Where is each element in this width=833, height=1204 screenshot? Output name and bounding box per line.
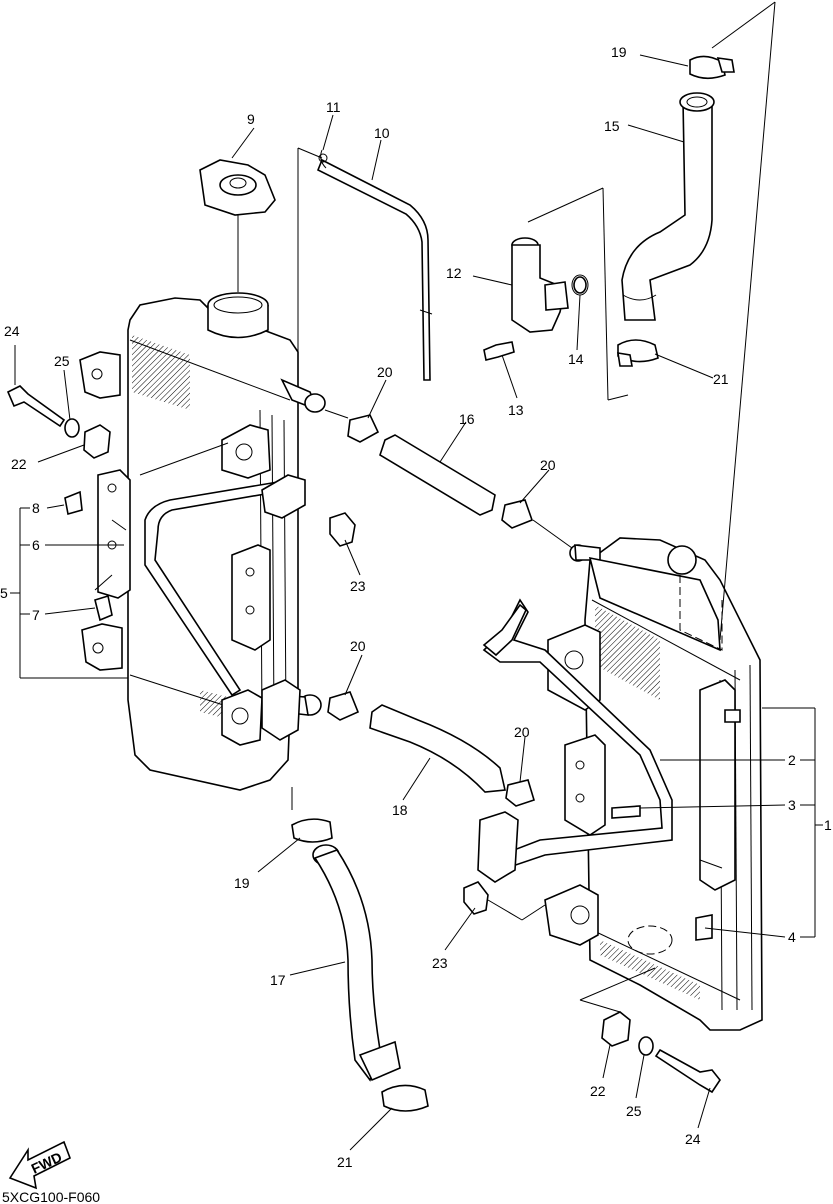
callout-18: 18	[392, 802, 408, 818]
leader-lines	[10, 1, 823, 1151]
callout-5: 5	[0, 585, 8, 601]
callout-13: 13	[508, 402, 524, 418]
hose-17	[312, 844, 401, 1082]
radiator-cap	[199, 159, 276, 216]
callout-1: 1	[824, 817, 832, 833]
hose-15	[617, 55, 735, 367]
drawing-code: 5XCG100-F060	[2, 1189, 100, 1204]
callout-16: 16	[459, 411, 475, 427]
callout-labels: 19 15 9 11 10 12 14 21 13 24 25 20 16 22…	[0, 44, 832, 1170]
callout-20-c: 20	[350, 638, 366, 654]
callout-25-right: 25	[626, 1103, 642, 1119]
callout-10: 10	[374, 125, 390, 141]
callout-24-left: 24	[4, 323, 20, 339]
callout-19-top: 19	[611, 44, 627, 60]
callout-2: 2	[788, 752, 796, 768]
callout-3: 3	[788, 797, 796, 813]
callout-14: 14	[568, 351, 584, 367]
callout-21-top: 21	[713, 371, 729, 387]
callout-21-bottom: 21	[337, 1154, 353, 1170]
callout-19-bottom: 19	[234, 875, 250, 891]
callout-15: 15	[604, 118, 620, 134]
breather-hose	[316, 149, 433, 381]
callout-24-right: 24	[685, 1131, 701, 1147]
callout-4: 4	[788, 929, 796, 945]
callout-25-left: 25	[54, 353, 70, 369]
callout-17: 17	[270, 972, 286, 988]
fwd-label: FWD	[29, 1149, 65, 1177]
clamps-20	[327, 414, 535, 807]
hose-joint-12	[483, 237, 589, 361]
hose-16	[379, 434, 496, 516]
callout-7: 7	[32, 607, 40, 623]
callout-22-right: 22	[590, 1083, 606, 1099]
fasteners	[6, 385, 721, 1094]
clamp-21-lower	[381, 1084, 429, 1112]
callout-12: 12	[446, 265, 462, 281]
callout-11: 11	[326, 99, 341, 115]
callout-6: 6	[32, 537, 40, 553]
callout-23-b: 23	[432, 955, 448, 971]
callout-8: 8	[32, 500, 40, 516]
fwd-arrow-icon: FWD	[8, 1140, 72, 1190]
right-radiator	[477, 537, 763, 1031]
hose-18	[369, 704, 506, 793]
callout-23-a: 23	[350, 578, 366, 594]
callout-20-a: 20	[377, 364, 393, 380]
callout-20-d: 20	[514, 724, 530, 740]
callout-9: 9	[247, 111, 255, 127]
callout-20-b: 20	[540, 457, 556, 473]
callout-22-left: 22	[11, 456, 27, 472]
clamp-19-lower	[291, 818, 333, 843]
left-radiator	[79, 292, 326, 791]
